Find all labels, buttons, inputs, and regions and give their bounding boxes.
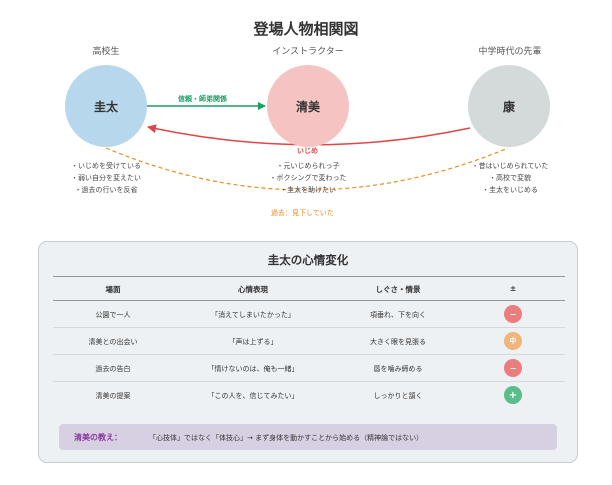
bully-label: いじめ	[297, 147, 318, 155]
cell-scene: 過去の告白	[95, 365, 131, 373]
notes-kiyomi: ・元いじめられっ子 ・ボクシングで変わった ・圭太を助けたい	[238, 160, 378, 196]
cell-gesture: 唇を噛み締める	[373, 365, 423, 373]
header-feeling: 心情表現	[238, 285, 268, 294]
cell-scene: 公園で一人	[95, 311, 131, 319]
node-yasushi: 康	[468, 65, 550, 147]
note-item: ・元いじめられっ子	[276, 162, 340, 170]
panel-title: 圭太の心情変化	[267, 253, 349, 267]
past-label: 過去：見下していた	[271, 209, 334, 217]
role-label-kiyomi: インストラクター	[272, 47, 344, 57]
lesson-text: 「心技体」ではなく「体技心」→ まず身体を動かすことから始める（精神論ではない）	[149, 434, 424, 442]
header-sign: ±	[509, 284, 517, 293]
cell-scene: 清美の提案	[95, 392, 131, 400]
minus-badge: −	[504, 359, 522, 377]
table-row: 清美との出会い 「声は上ずる」 大きく眼を見張る 中	[53, 328, 565, 355]
notes-keita: ・いじめを受けている ・弱い自分を変えたい ・過去の行いを反省	[36, 160, 176, 196]
note-item: ・ボクシングで変わった	[269, 174, 347, 182]
note-item: ・過去の行いを反省	[74, 186, 138, 194]
cell-gesture: 項垂れ、下を向く	[369, 311, 427, 319]
lesson-key: 清美の教え：	[74, 433, 122, 442]
trust-label: 信頼・師弟関係	[178, 95, 227, 103]
table-row: 清美の提案 「この人を、信じてみたい」 しっかりと頷く +	[53, 382, 565, 409]
node-kiyomi-name: 清美	[295, 99, 320, 114]
table-header: 場面 心情表現 しぐさ・情景 ±	[53, 276, 565, 301]
note-item: ・昔はいじめられていた	[471, 162, 549, 170]
table-row: 公園で一人 「消えてしまいたかった」 項垂れ、下を向く −	[53, 301, 565, 328]
note-item: ・いじめを受けている	[71, 162, 141, 170]
header-scene: 場面	[105, 285, 121, 294]
role-label-keita: 高校生	[92, 47, 120, 57]
plus-badge: +	[504, 386, 522, 404]
role-label-yasushi: 中学時代の先輩	[478, 47, 542, 57]
cell-gesture: 大きく眼を見張る	[370, 338, 426, 346]
lesson-box: 清美の教え： 「心技体」ではなく「体技心」→ まず身体を動かすことから始める（精…	[59, 424, 557, 450]
table-row: 過去の告白 「情けないのは、俺も一緒」 唇を噛み締める −	[53, 355, 565, 382]
note-item: ・圭太をいじめる	[482, 186, 538, 194]
past-dashed-line	[105, 147, 509, 191]
node-keita: 圭太	[65, 65, 147, 147]
note-item: ・圭太を助けたい	[280, 186, 336, 194]
emotion-panel: 圭太の心情変化 場面 心情表現 しぐさ・情景 ± 公園で一人 「消えてしまいたか…	[38, 241, 578, 463]
cell-feeling: 「この人を、信じてみたい」	[207, 392, 299, 400]
cell-feeling: 「声は上ずる」	[228, 338, 278, 346]
node-kiyomi: 清美	[267, 65, 349, 147]
note-item: ・弱い自分を変えたい	[71, 174, 141, 182]
cell-scene: 清美との出会い	[88, 338, 138, 346]
note-item: ・高校で変貌	[489, 174, 531, 182]
neutral-badge: 中	[504, 332, 522, 350]
diagram-title: 登場人物相関図	[253, 20, 359, 38]
cell-feeling: 「情けないのは、俺も一緒」	[207, 365, 299, 373]
cell-feeling: 「消えてしまいたかった」	[211, 311, 295, 319]
notes-yasushi: ・昔はいじめられていた ・高校で変貌 ・圭太をいじめる	[440, 160, 580, 196]
node-yasushi-name: 康	[502, 99, 515, 114]
cell-gesture: しっかりと頷く	[373, 392, 423, 400]
minus-badge: −	[504, 305, 522, 323]
node-keita-name: 圭太	[93, 99, 118, 114]
header-gesture: しぐさ・情景	[375, 285, 421, 294]
